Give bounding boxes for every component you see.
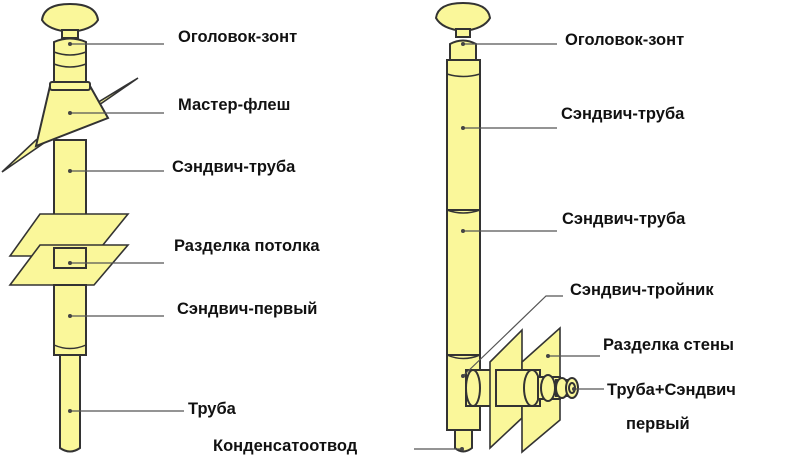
label-sandwich-tee: Сэндвич-тройник [570,281,714,299]
left-top-pipe [53,37,87,89]
label-master-flash: Мастер-флеш [178,96,291,114]
left-cap [40,2,100,34]
left-single-pipe [59,354,81,453]
label-ceiling-passage: Разделка потолка [174,237,320,255]
label-right-sandwich-pipe-lower: Сэндвич-труба [562,210,686,228]
right-sandwich-pipe-upper [446,59,481,211]
label-right-cap: Оголовок-зонт [565,31,685,49]
label-left-pipe: Труба [188,400,236,418]
label-wall-passage: Разделка стены [603,336,735,354]
master-flash-collar [49,81,91,91]
right-cap [434,1,492,33]
left-assembly [1,2,139,453]
right-assembly [434,1,579,454]
master-flash [34,85,110,148]
label-left-sandwich-first: Сэндвич-первый [177,300,318,318]
right-sandwich-pipe-lower [446,209,481,357]
label-left-sandwich-pipe: Сэндвич-труба [172,158,296,176]
label-left-cap: Оголовок-зонт [178,28,298,46]
label-right-sandwich-pipe-upper: Сэндвич-труба [561,105,685,123]
label-condensate-drain: Конденсатоотвод [213,437,358,455]
label-pipe-sandwich-line1: Труба+Сэндвич [607,381,736,399]
right-cap-neck [455,28,471,38]
left-sandwich-first [53,284,87,356]
left-cap-neck [61,29,79,39]
condensate-drain [454,429,473,453]
leader-lines [68,42,604,451]
label-pipe-sandwich-line2: первый [626,415,690,433]
